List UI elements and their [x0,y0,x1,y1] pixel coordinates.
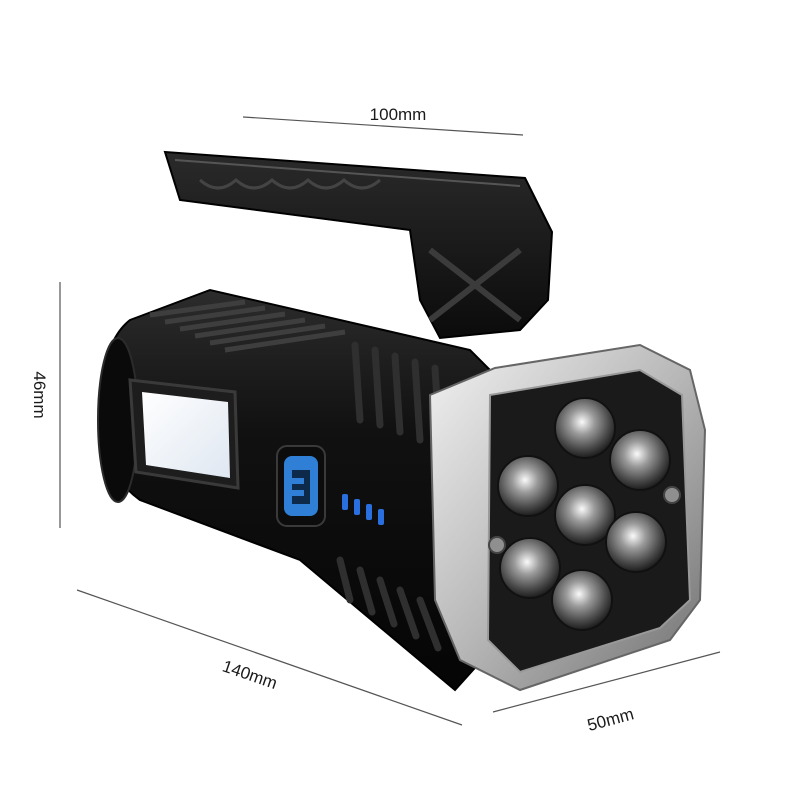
bezel-screw [488,536,506,554]
battery-bar [342,494,348,510]
handle-dimension-line [242,116,524,136]
flashlight-head [428,343,707,692]
carry-handle [163,150,554,340]
depth-dimension-label: 50mm [585,704,636,735]
led-array [497,397,671,631]
bezel-screw [663,486,681,504]
power-button-icon[interactable] [276,445,326,527]
battery-bar [354,499,360,515]
led [551,569,613,631]
led [554,397,616,459]
led [497,455,559,517]
battery-bar [366,504,372,520]
battery-bar [378,509,384,525]
height-dimension-label: 46mm [30,371,49,418]
led [609,429,671,491]
length-dimension-label: 140mm [220,657,280,693]
length-dimension-line [76,589,463,726]
led [554,484,616,546]
cob-side-light [128,378,240,490]
depth-dimension-line [492,651,721,713]
led [605,511,667,573]
battery-level-icon [342,494,384,525]
handle-dimension-label: 100mm [370,105,427,124]
dimension-lines [59,116,721,726]
led [499,537,561,599]
